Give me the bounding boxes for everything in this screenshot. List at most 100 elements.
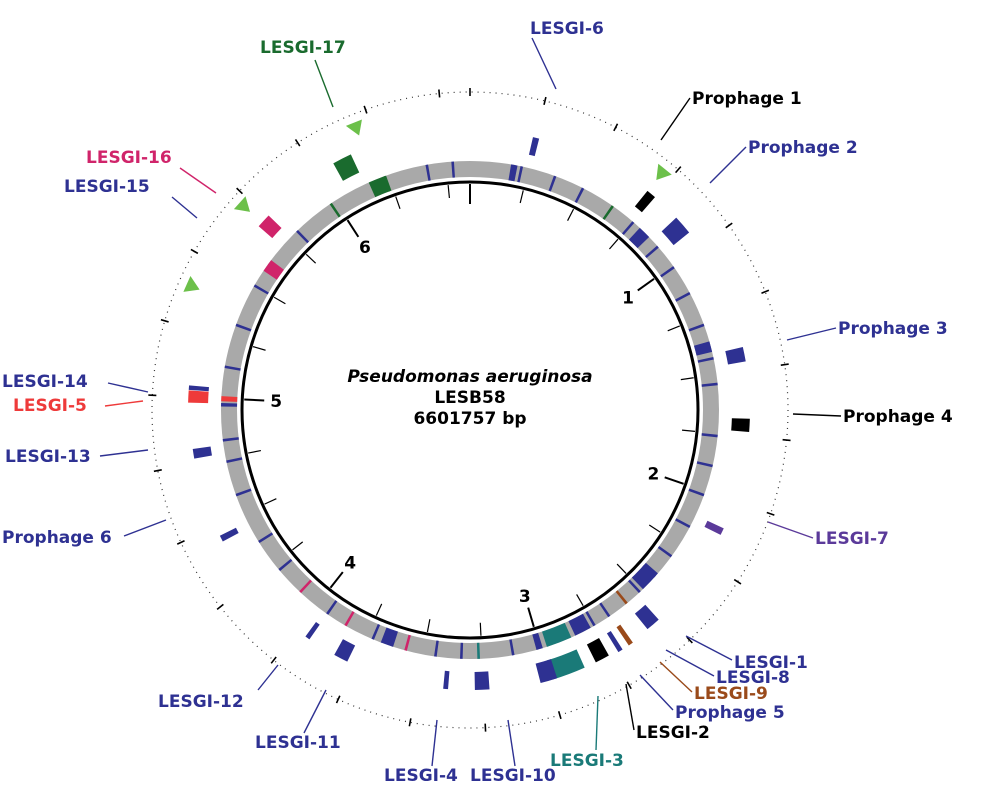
outer-island [192, 446, 212, 459]
backbone-stripe [235, 323, 252, 332]
genome-title: Pseudomonas aeruginosa LESB58 6601757 bp [347, 367, 592, 429]
outer-island [535, 659, 558, 684]
outer-island [634, 604, 659, 630]
outer-tick [294, 138, 301, 147]
backbone-stripe [404, 634, 411, 651]
backbone-island [221, 396, 238, 402]
scale-tick [479, 622, 482, 636]
region-label: Prophage 6 [2, 528, 112, 548]
outer-tick [216, 603, 224, 610]
leader-line [303, 689, 327, 734]
outer-tick [626, 681, 632, 690]
scale-tick [292, 541, 304, 551]
leader-line [257, 664, 279, 691]
region-label: Prophage 3 [838, 319, 948, 339]
backbone-stripe [451, 161, 455, 178]
leader-line [625, 683, 635, 731]
backbone-stripe [235, 488, 252, 497]
backbone-stripe [688, 323, 705, 332]
outer-island [731, 418, 750, 432]
region-label: LESGI-14 [2, 372, 88, 392]
region-label: LESGI-17 [260, 38, 346, 58]
outer-tick [363, 105, 368, 114]
scale-tick [252, 346, 266, 351]
outer-tick [782, 438, 791, 442]
backbone-stripe [657, 545, 673, 558]
backbone-island [631, 562, 658, 590]
scale-tick [426, 619, 431, 633]
outer-island [334, 639, 356, 662]
leader-line [659, 661, 693, 693]
scale-tick-label: 4 [344, 554, 356, 574]
region-label: LESGI-16 [86, 148, 172, 168]
outer-dotted-circle [151, 91, 789, 729]
outer-tick [176, 540, 185, 545]
backbone-stripe [258, 532, 274, 544]
backbone-stripe [326, 600, 338, 615]
leader-line [104, 400, 144, 407]
backbone-island [693, 341, 713, 356]
backbone-stripe [434, 640, 439, 657]
region-label: Prophage 5 [675, 703, 785, 723]
outer-tick [766, 511, 775, 516]
backbone-island [368, 176, 391, 198]
backbone-island [508, 164, 518, 182]
region-label: LESGI-1 [734, 653, 808, 673]
backbone-circle [221, 161, 719, 659]
leader-line [685, 635, 733, 661]
backbone-island [532, 632, 543, 650]
region-label: LESGI-13 [5, 447, 91, 467]
backbone-stripe [460, 642, 464, 659]
backbone-stripe [660, 266, 675, 278]
outer-tick [438, 89, 441, 98]
outer-island [443, 670, 450, 690]
backbone-stripe [278, 558, 293, 572]
region-label: LESGI-9 [694, 684, 768, 704]
region-label: Prophage 1 [692, 89, 802, 109]
region-label: LESGI-15 [64, 177, 150, 197]
leader-line [792, 413, 842, 417]
leader-line [639, 674, 674, 711]
scale-tick-label: 5 [270, 392, 282, 412]
region-label: LESGI-6 [530, 19, 604, 39]
leader-line [171, 196, 198, 219]
scale-tick [447, 185, 451, 199]
outer-island [258, 215, 282, 239]
strain-name: LESB58 [434, 388, 505, 408]
genome-size: 6601757 bp [413, 409, 526, 429]
scale-tick [346, 219, 360, 238]
backbone-ring [221, 161, 719, 659]
region-label: LESGI-3 [550, 751, 624, 771]
backbone-island [542, 622, 572, 647]
backbone-stripe [296, 229, 310, 244]
scale-tick [329, 571, 344, 589]
outer-tick [160, 318, 169, 323]
outer-tick [543, 96, 547, 106]
leader-line [107, 382, 149, 393]
scale-tick [273, 296, 286, 305]
scale-tick [395, 196, 401, 210]
leader-line [786, 327, 837, 341]
backbone-stripe [615, 590, 628, 605]
outer-tick [674, 166, 682, 174]
outer-island [528, 137, 540, 157]
scale-tick [244, 398, 265, 402]
backbone-stripe [226, 457, 243, 464]
backbone-stripe [701, 382, 718, 387]
leader-line [665, 649, 715, 677]
backbone-stripe [701, 433, 718, 438]
backbone-island [263, 260, 284, 280]
outer-tick [761, 289, 770, 294]
region-label: Prophage 4 [843, 407, 953, 427]
backbone-stripe [329, 202, 341, 218]
backbone-stripe [628, 579, 641, 593]
backbone-stripe [602, 205, 614, 220]
region-label: LESGI-10 [470, 766, 556, 785]
leader-line [767, 521, 814, 539]
outer-tick [408, 718, 412, 727]
leader-line [314, 59, 334, 108]
outer-island [546, 649, 585, 680]
outer-tick [780, 363, 789, 366]
scale-tick [576, 594, 584, 606]
